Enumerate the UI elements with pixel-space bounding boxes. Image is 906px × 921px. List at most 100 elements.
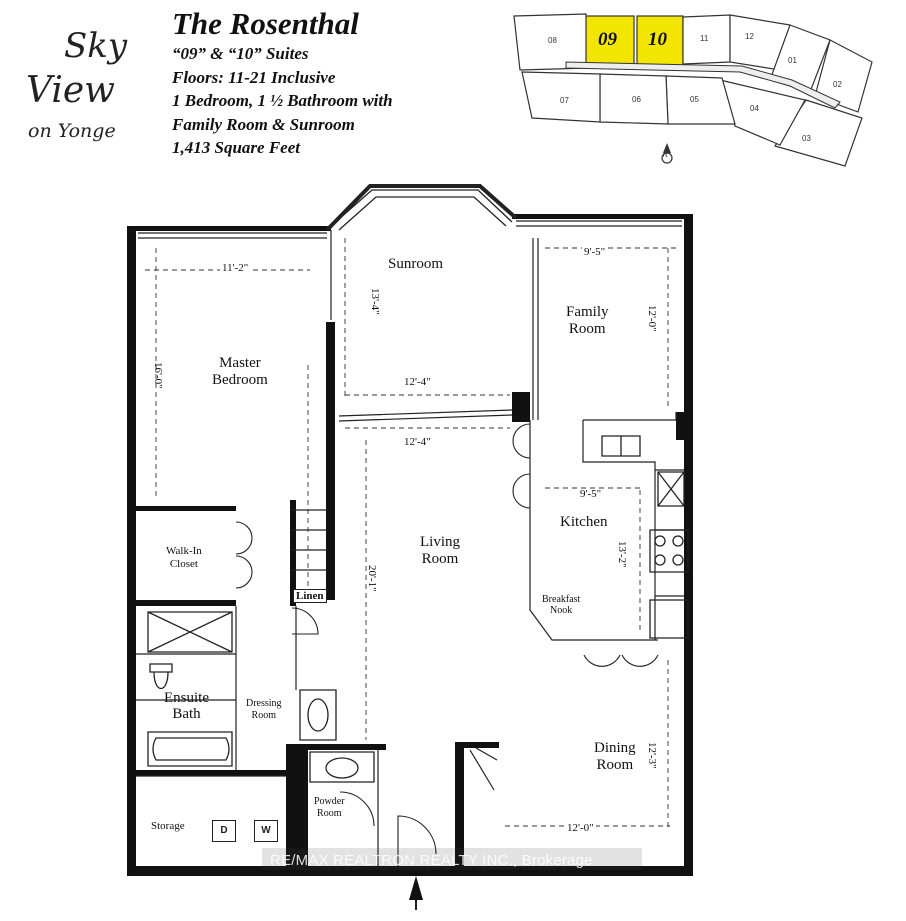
dim-kitchen-length: 13'-2"	[616, 541, 628, 568]
key-label-08: 08	[548, 36, 557, 45]
key-suite-09	[585, 15, 635, 67]
label-family-room-2: Room	[568, 321, 606, 337]
key-label-07: 07	[560, 96, 569, 105]
extras-line: Family Room & Sunroom	[172, 114, 355, 134]
closet-door-swing-b	[235, 555, 253, 589]
label-linen: Linen	[293, 589, 327, 603]
sunroom-sliding-door	[338, 409, 513, 422]
kitchen-door-swing-a	[512, 423, 531, 459]
burner-1	[654, 535, 666, 547]
label-dining-room-2: Room	[596, 757, 634, 773]
watermark-band	[262, 848, 642, 870]
label-living-room: Living Room	[420, 534, 460, 568]
door-swings	[235, 423, 659, 866]
label-breakfast-nook-1: Breakfast	[542, 594, 581, 605]
key-label-02: 02	[833, 80, 842, 89]
wall-linen-west	[290, 500, 296, 606]
kitchen-counter-west	[529, 420, 658, 641]
label-ensuite-bath: Ensuite Bath	[164, 690, 209, 722]
shower-stall	[147, 611, 233, 653]
wall-north-bedroom	[127, 226, 331, 231]
dim-dining-width: 12'-0"	[565, 822, 596, 834]
label-sunroom: Sunroom	[388, 256, 444, 272]
kitchen-sink	[601, 435, 641, 457]
wall-family-east-jog	[676, 412, 684, 440]
interior-walls	[136, 322, 684, 868]
label-ensuite-bath-2: Bath	[172, 706, 201, 722]
label-family-room-1: Family	[566, 304, 609, 320]
powder-door-swing	[339, 791, 375, 827]
entry-door-swing	[397, 815, 437, 866]
dining-stub-hatch	[469, 747, 498, 791]
wall-bedroom-east	[326, 322, 335, 600]
label-dressing-room-1: Dressing	[246, 698, 282, 709]
dim-sunroom-length: 13'-4"	[369, 288, 381, 315]
powder-basin	[325, 757, 359, 779]
label-master-bedroom: Master Bedroom	[212, 355, 268, 389]
dressing-room-wall	[235, 606, 297, 770]
washer: W	[254, 820, 278, 842]
label-living-room-2: Room	[421, 551, 459, 567]
layout-line: 1 Bedroom, 1 ½ Bathroom with	[172, 91, 393, 110]
burner-2	[672, 535, 684, 547]
ensuite-partition	[136, 653, 236, 701]
key-label-12: 12	[745, 32, 754, 41]
wall-powder-west	[286, 748, 308, 868]
dim-bedroom-length: 16'-0"	[152, 362, 164, 389]
building-name: The Rosenthal	[172, 6, 359, 41]
key-label-06: 06	[632, 95, 641, 104]
floors-line: Floors: 11-21 Inclusive	[172, 67, 336, 87]
label-storage: Storage	[151, 820, 185, 832]
window-bedroom	[138, 232, 327, 239]
nook-door-swing-a	[583, 654, 621, 667]
logo-line-3: on Yonge	[28, 120, 116, 142]
window-sunroom-bay-outer	[325, 184, 518, 232]
label-dining-room: Dining Room	[594, 740, 636, 774]
key-label-10: 10	[648, 29, 667, 50]
dim-sunroom-width: 12'-4"	[404, 376, 431, 388]
area-line: 1,413 Square Feet	[172, 138, 300, 157]
label-dining-room-1: Dining	[594, 740, 636, 756]
label-powder-room-2: Room	[317, 808, 342, 819]
key-label-05: 05	[690, 95, 699, 104]
dim-bedroom-width: 11'-2"	[220, 262, 251, 274]
label-dressing-room: Dressing Room	[246, 698, 282, 722]
entry-arrow-icon	[409, 876, 423, 900]
windows	[138, 184, 682, 239]
bathtub	[147, 731, 233, 767]
label-living-room-1: Living	[420, 534, 460, 550]
wall-west	[127, 228, 136, 876]
compass-arrow-icon	[663, 143, 671, 153]
label-dressing-room-2: Room	[251, 710, 276, 721]
key-label-04: 04	[750, 104, 759, 113]
kitchen-counter-top	[583, 412, 677, 421]
label-powder-room: Powder Room	[314, 796, 345, 820]
logo-line-1: Sky	[64, 26, 128, 66]
dim-family-length: 12'-0"	[646, 305, 658, 332]
wall-bath-bottom	[136, 770, 286, 776]
sky-view-logo: Sky View on Yonge	[24, 22, 164, 162]
logo-line-2: View	[26, 70, 115, 111]
label-master-bedroom-1: Master	[219, 355, 261, 371]
label-walk-in-closet-2: Closet	[169, 558, 198, 570]
kitchen-door-swing-b	[512, 473, 531, 509]
brokerage-watermark: RE/MAX REALTRON REALTY INC., Brokerage	[270, 852, 593, 869]
wall-powder-top	[286, 744, 386, 750]
window-sunroom-bay	[330, 189, 513, 231]
wall-south	[127, 866, 692, 876]
key-label-09: 09	[598, 29, 617, 50]
key-suite-02	[814, 39, 873, 113]
wall-north-family	[512, 214, 692, 219]
label-family-room: Family Room	[566, 304, 609, 338]
kitchen-upper	[582, 420, 656, 640]
wall-closet-bottom	[136, 600, 236, 606]
wall-dining-stub-top	[455, 742, 499, 748]
dishwasher	[657, 471, 685, 507]
wall-kitchen-column	[512, 392, 530, 422]
cooktop	[649, 529, 689, 573]
kitchen-counter-east	[655, 469, 684, 597]
key-label-01: 01	[788, 56, 797, 65]
title-block: The Rosenthal “09” & “10” Suites Floors:…	[172, 6, 492, 160]
